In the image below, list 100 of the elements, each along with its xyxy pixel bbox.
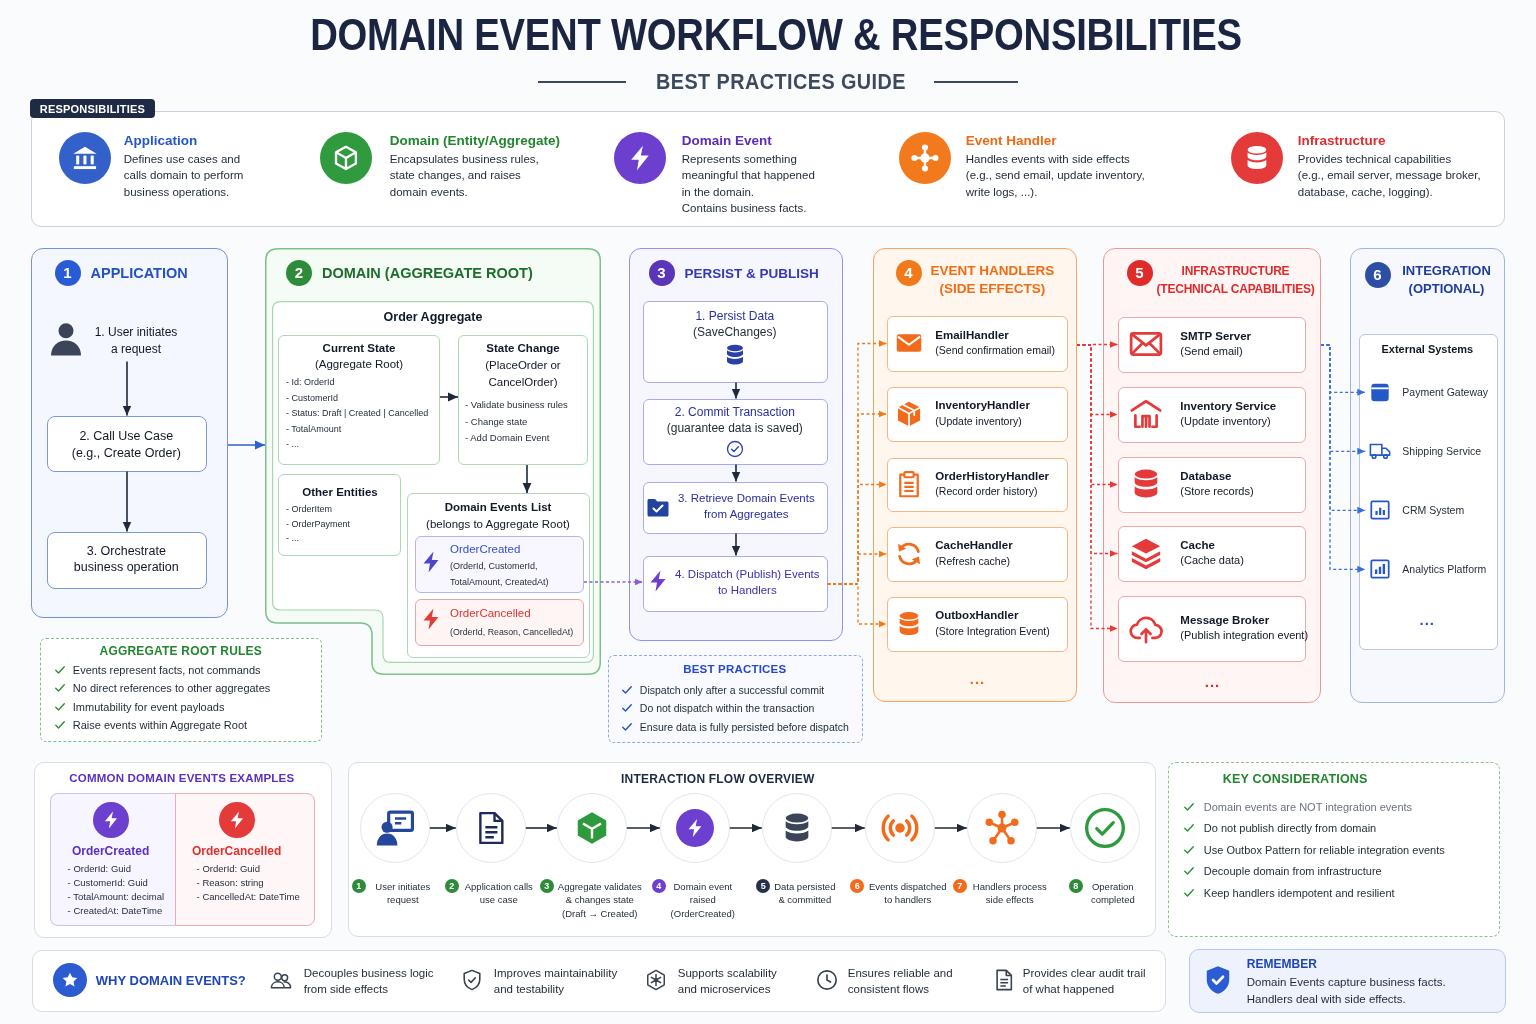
rule-text: Dispatch only after a successful commit	[639, 682, 825, 697]
rule-text: Raise events within Aggregate Root	[72, 718, 248, 733]
examples-panel	[34, 762, 332, 938]
step-number: 6	[850, 878, 865, 893]
step-number: 6	[1364, 261, 1391, 288]
field-text: - TotalAmount	[286, 422, 342, 435]
step-caption: Events dispatched to handlers	[867, 879, 948, 907]
service-card	[1117, 525, 1306, 582]
system-name: Shipping Service	[1402, 444, 1482, 459]
step-caption: Application calls use case	[463, 879, 534, 907]
column-heading: DOMAIN (AGGREGATE ROOT)	[322, 264, 533, 282]
rule-text: No direct references to other aggregates	[72, 681, 271, 696]
reminder-text: Handlers deal with side effects.	[1246, 991, 1406, 1007]
item-heading: Domain (Entity/Aggregate)	[389, 131, 561, 150]
step-number: 1	[54, 259, 81, 286]
section-tab: RESPONSIBILITIES	[29, 98, 156, 118]
field-text: - Status: Draft | Created | Cancelled	[286, 407, 429, 419]
item-heading: Application	[123, 131, 198, 150]
domain-column	[265, 248, 601, 675]
event-fields: (OrderId, CustomerId, TotalAmount, CreatedAt)	[450, 558, 578, 590]
service-description: (Send confirmation email)	[935, 343, 1055, 359]
handler-card	[886, 596, 1068, 652]
field-text: - ...	[286, 532, 299, 544]
benefit-text: Ensures reliable and consistent flows	[847, 965, 954, 997]
rule-text: Domain events are NOT integration events	[1203, 799, 1413, 814]
subtitle: BEST PRACTICES GUIDE	[656, 70, 906, 94]
arrow	[626, 823, 661, 833]
field-text: - TotalAmount: decimal	[67, 891, 165, 903]
item-heading: Domain Event	[681, 131, 772, 150]
infrastructure-column	[1103, 248, 1321, 703]
container-title: Order Aggregate	[383, 309, 483, 325]
service-description: (Store Integration Event)	[935, 623, 1050, 639]
step-text: 1. Persist Data	[695, 309, 775, 325]
description-text: (e.g., email server, message broker, database, cache, logging).	[1297, 168, 1482, 200]
rule-text: Do not publish directly from domain	[1203, 821, 1377, 836]
service-card	[1117, 595, 1306, 662]
rule-text: Use Outbox Pattern for reliable integration events	[1203, 842, 1445, 857]
dashed-arrow	[583, 578, 644, 586]
arrow	[731, 381, 741, 400]
field-text: - Validate business rules	[465, 399, 568, 411]
service-name: Database	[1180, 468, 1232, 484]
step-caption: User initiates request	[374, 879, 432, 907]
step-number: 8	[1068, 878, 1083, 893]
description-text: Encapsulates business rules, state changes, and raises domain events.	[389, 151, 540, 200]
step-number: 5	[756, 878, 771, 893]
field-text: - CustomerId: Guid	[67, 876, 148, 889]
field-text: - Id: OrderId	[286, 376, 335, 388]
rule-text: Immutability for event payloads	[72, 699, 225, 714]
column-heading: EVENT HANDLERS (SIDE EFFECTS)	[929, 261, 1056, 298]
field-text: - ...	[286, 438, 299, 450]
step-card	[46, 415, 207, 472]
arrow	[227, 440, 266, 450]
service-name: Inventory Service	[1180, 398, 1277, 414]
step-number: 5	[1126, 259, 1153, 286]
service-name: EmailHandler	[935, 327, 1009, 343]
dashed-arrow	[826, 583, 888, 628]
step-caption: Data persisted & committed	[773, 879, 837, 907]
step-number: 4	[895, 259, 922, 286]
arrow	[934, 823, 968, 833]
benefit-text: Decouples business logic from side effects	[303, 965, 435, 997]
item-heading: Infrastructure	[1297, 131, 1386, 150]
benefit-text: Improves maintainability and testability	[493, 965, 619, 997]
external-systems-card	[1358, 333, 1498, 650]
handler-card	[886, 386, 1068, 442]
field-text: - OrderPayment	[286, 517, 351, 530]
service-name: InventoryHandler	[935, 398, 1030, 414]
description-text: Handles events with side effects	[965, 151, 1131, 167]
description-text: (e.g., send email, update inventory, write logs, ...).	[965, 168, 1146, 200]
integration-column	[1350, 248, 1505, 703]
system-name: Analytics Platform	[1402, 562, 1487, 577]
card-title: Current State	[322, 341, 396, 356]
rule-text: Keep handlers idempotent and resilient	[1203, 885, 1395, 900]
step-number: 7	[952, 878, 967, 893]
arrow	[729, 823, 763, 833]
description-text: Contains business facts.	[681, 201, 808, 217]
service-name: OrderHistoryHandler	[935, 468, 1050, 484]
description-text: Provides technical capabilities	[1297, 151, 1453, 167]
service-description: (Update inventory)	[935, 413, 1022, 429]
field-text: - Add Domain Event	[465, 432, 550, 444]
arrow	[1036, 823, 1071, 833]
arrow	[122, 360, 132, 417]
application-column	[31, 248, 228, 618]
column-heading: INFRASTRUCTURE (TECHNICAL CAPABILITIES)	[1155, 262, 1316, 298]
panel-heading: AGGREGATE ROOT RULES	[99, 643, 262, 658]
step-card	[642, 300, 828, 383]
event-name: OrderCreated	[71, 843, 150, 859]
step-number: 2	[444, 878, 459, 893]
event-name: OrderCancelled	[191, 843, 282, 859]
considerations-panel	[1168, 762, 1500, 937]
title: DOMAIN EVENT WORKFLOW & RESPONSIBILITIES	[310, 13, 1242, 57]
handler-card	[886, 526, 1068, 582]
arrow	[122, 470, 132, 533]
step-caption: Operation completed	[1089, 879, 1136, 907]
ellipsis: ...	[969, 669, 986, 687]
card-title: (Aggregate Root)	[314, 357, 404, 372]
service-description: (Send email)	[1180, 344, 1243, 360]
step-text: 2. Call Use Case	[79, 429, 174, 445]
event-example-card	[174, 792, 315, 926]
step-caption: Aggregate validates & changes state (Draft → Created)	[556, 879, 643, 921]
step-text: 3. Retrieve Domain Events from Aggregates	[676, 491, 816, 523]
